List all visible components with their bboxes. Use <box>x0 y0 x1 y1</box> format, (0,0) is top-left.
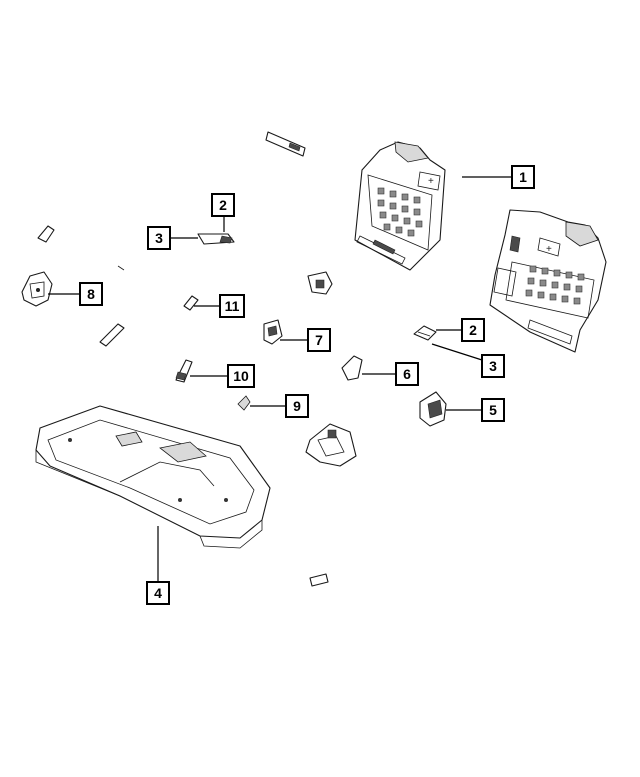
callout-3b: 3 <box>481 354 505 378</box>
callout-9: 9 <box>285 394 309 418</box>
leader-lines <box>48 176 512 582</box>
fastener-part-9 <box>237 395 251 411</box>
callout-3a: 3 <box>147 226 171 250</box>
latch-clip-left <box>37 225 55 243</box>
seat-bracket-center <box>305 423 357 467</box>
small-clip-bottom <box>309 573 329 587</box>
bracket-center-top <box>307 271 333 295</box>
callout-7: 7 <box>307 328 331 352</box>
mechanism-part-7 <box>263 319 283 345</box>
strap-part-3a <box>197 233 235 245</box>
lever-part-10 <box>175 359 193 383</box>
callout-5-label: 5 <box>489 402 497 418</box>
seat-back-frame-left: + <box>354 141 446 271</box>
callout-1: 1 <box>511 165 535 189</box>
callout-2a: 2 <box>211 193 235 217</box>
slide-track-left <box>99 323 125 347</box>
callout-11: 11 <box>219 294 245 318</box>
plus-marking-right: + <box>546 244 552 255</box>
seat-cushion-frame-part-4 <box>35 405 271 549</box>
callout-6: 6 <box>395 362 419 386</box>
hinge-part-5 <box>419 391 447 427</box>
callout-11-label: 11 <box>225 298 240 314</box>
callout-9-label: 9 <box>293 398 301 414</box>
callout-1-label: 1 <box>519 169 527 185</box>
callout-6-label: 6 <box>403 366 411 382</box>
callout-8: 8 <box>79 282 103 306</box>
callout-10-label: 10 <box>233 368 249 384</box>
hinge-bracket-part-8 <box>21 271 53 307</box>
callout-10: 10 <box>227 364 255 388</box>
seat-back-frame-right: + <box>489 209 607 353</box>
callout-2b: 2 <box>461 318 485 342</box>
bracket-part-6 <box>341 355 363 381</box>
callout-2b-label: 2 <box>469 322 477 338</box>
plus-marking: + <box>428 176 434 187</box>
callout-5: 5 <box>481 398 505 422</box>
callout-4-label: 4 <box>154 585 162 601</box>
callout-8-label: 8 <box>87 286 95 302</box>
clip-part-2b <box>413 325 437 341</box>
callout-2a-label: 2 <box>219 197 227 213</box>
callout-3b-label: 3 <box>489 358 497 374</box>
rail-clip-part-11 <box>183 295 199 311</box>
callout-7-label: 7 <box>315 332 323 348</box>
callout-4: 4 <box>146 581 170 605</box>
callout-3a-label: 3 <box>155 230 163 246</box>
top-rail-bracket <box>265 131 306 157</box>
small-pin <box>117 265 125 271</box>
